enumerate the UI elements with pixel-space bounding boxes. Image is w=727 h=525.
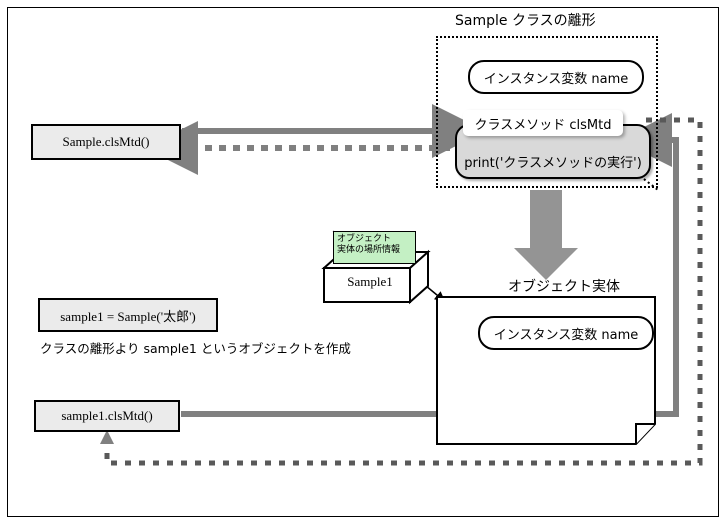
class-blueprint-container <box>436 36 658 188</box>
sticky-note-line-2: 実体の場所情報 <box>337 245 401 256</box>
sticky-note: オブジェクト 実体の場所情報 <box>333 231 416 264</box>
reference-box-label: Sample1 <box>347 274 393 289</box>
page-title: Sample クラスの離形 <box>455 13 596 29</box>
code-box-instance-method-call[interactable]: sample1.clsMtd() <box>34 400 180 432</box>
class-method-label-box: クラスメソッド clsMtd <box>463 110 623 136</box>
code-box-class-method-call[interactable]: Sample.clsMtd() <box>31 124 181 160</box>
class-instance-variable-box: インスタンス変数 name <box>468 60 644 94</box>
object-entity-label: オブジェクト実体 <box>508 279 620 295</box>
outer-frame <box>7 7 719 517</box>
code-box-instantiation[interactable]: sample1 = Sample('太郎') <box>38 298 218 332</box>
instantiation-caption: クラスの離形より sample1 というオブジェクトを作成 <box>40 341 351 356</box>
sticky-note-line-1: オブジェクト <box>337 234 392 244</box>
object-instance-variable-box: インスタンス変数 name <box>478 316 654 350</box>
